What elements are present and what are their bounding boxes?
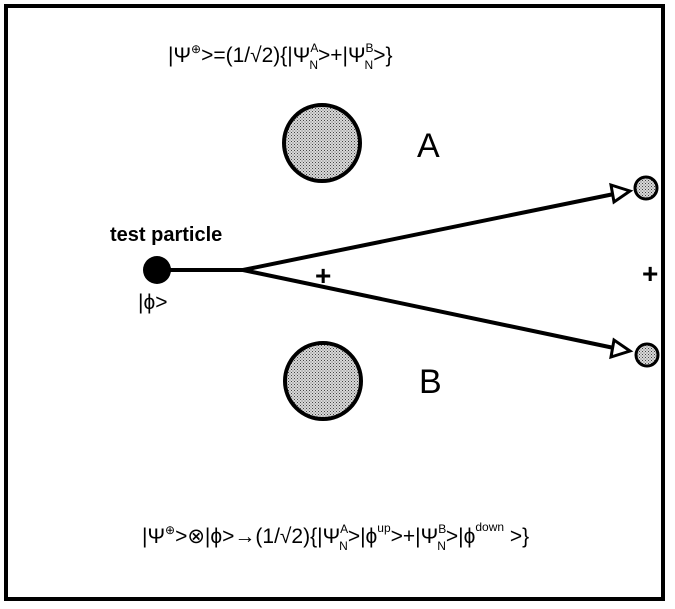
test-particle-label: test particle <box>110 224 222 246</box>
plus-center: + <box>315 260 331 291</box>
lower-arrowhead <box>609 337 634 360</box>
upper-outgoing-particle <box>633 175 659 201</box>
diagram-frame <box>4 4 665 601</box>
upper-arrowhead <box>609 182 634 205</box>
detector-a-circle <box>282 103 362 183</box>
initial-state-label: |ϕ> <box>138 291 167 314</box>
upper-path <box>242 192 615 272</box>
detector-a-label: A <box>417 127 440 165</box>
detector-b-circle <box>283 341 363 421</box>
detector-b-label: B <box>419 363 442 401</box>
lower-outgoing-particle <box>634 342 660 368</box>
lower-path <box>242 268 615 350</box>
plus-right: + <box>642 258 658 289</box>
